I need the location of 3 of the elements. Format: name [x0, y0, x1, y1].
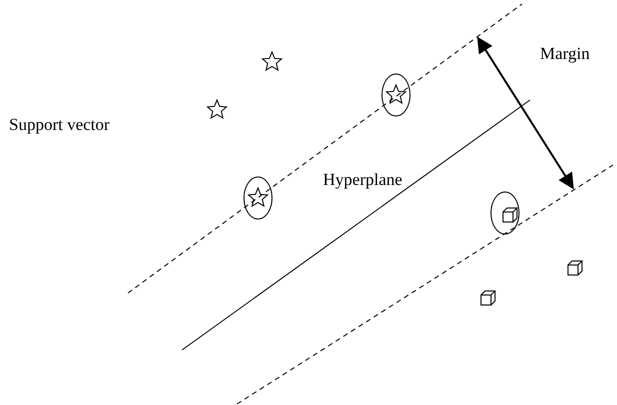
- text-label: Support vector: [9, 116, 110, 133]
- text-label: Margin: [540, 45, 590, 62]
- text-label: Hyperplane: [323, 171, 402, 188]
